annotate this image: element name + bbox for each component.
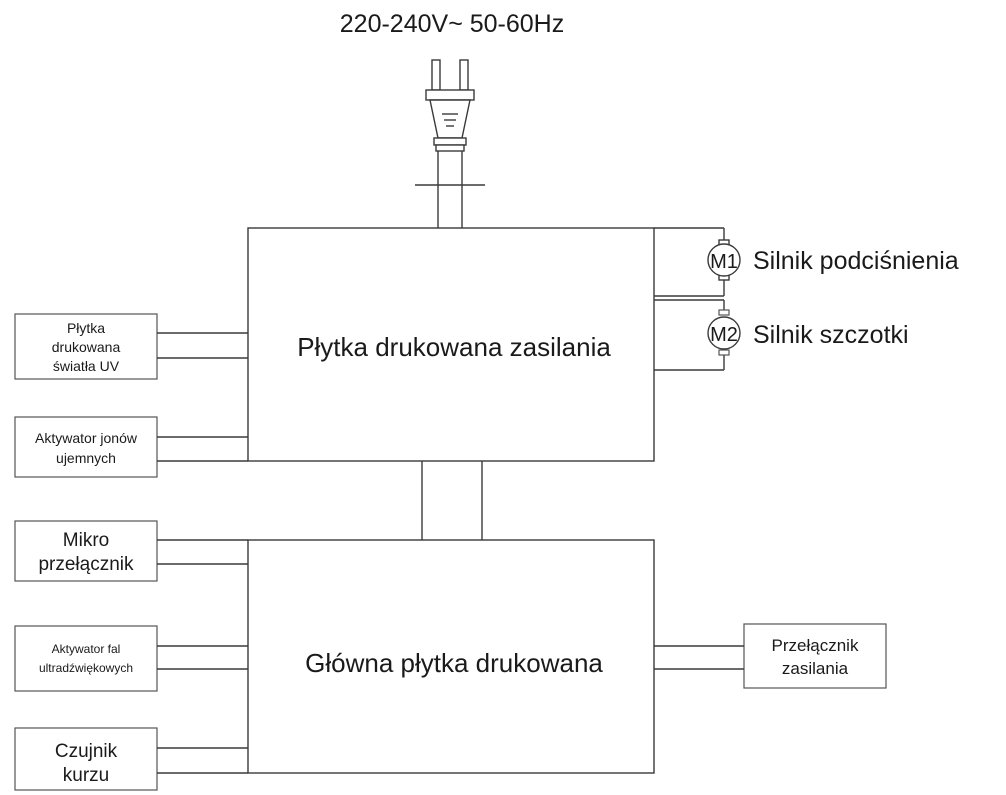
motor-m1: M1 Silnik podciśnienia	[654, 227, 959, 301]
module-ultrasonic-activator: Aktywator fal ultradźwiękowych	[14, 625, 248, 692]
module-uv-light-pcb: Płytka drukowana światła UV	[14, 313, 248, 380]
motor-m1-label: Silnik podciśnienia	[753, 247, 959, 275]
module-uv-line-1: Płytka	[67, 320, 105, 336]
motor-m2-icon	[707, 316, 741, 350]
module-uv-line-2: drukowana	[52, 339, 121, 355]
module-switch-line-2: zasilania	[782, 659, 849, 678]
supply-voltage-label: 220-240V~ 50-60Hz	[340, 10, 564, 38]
motor-m1-icon	[707, 243, 741, 277]
motor-m2-label: Silnik szczotki	[753, 321, 909, 349]
module-ultra-line-1: Aktywator fal	[52, 642, 121, 656]
module-micro-switch: Mikro przełącznik	[14, 520, 248, 582]
module-power-switch: Przełącznik zasilania	[654, 623, 887, 689]
module-switch-line-1: Przełącznik	[772, 636, 859, 655]
module-dust-line-1: Czujnik	[55, 741, 118, 762]
board-interconnect	[421, 461, 483, 540]
module-ultra-line-2: ultradźwiękowych	[39, 661, 133, 675]
module-dust-line-2: kurzu	[63, 765, 109, 786]
main-pcb-label: Główna płytka drukowana	[305, 648, 603, 678]
module-micro-line-1: Mikro	[63, 530, 109, 551]
module-negative-ion-activator: Aktywator jonów ujemnych	[14, 416, 248, 478]
motor-m2: M2 Silnik szczotki	[654, 300, 909, 371]
power-plug-icon	[415, 59, 485, 228]
module-dust-sensor: Czujnik kurzu	[14, 727, 248, 791]
main-pcb-box	[247, 539, 655, 774]
module-micro-line-2: przełącznik	[38, 554, 134, 575]
motor-m2-tag: M2	[710, 324, 738, 346]
power-pcb-box	[247, 227, 655, 462]
module-ion-line-2: ujemnych	[56, 450, 116, 466]
motor-m1-tag: M1	[710, 251, 738, 273]
module-uv-line-3: światła UV	[53, 358, 120, 374]
module-ion-line-1: Aktywator jonów	[35, 430, 138, 446]
power-pcb-label: Płytka drukowana zasilania	[297, 332, 611, 362]
